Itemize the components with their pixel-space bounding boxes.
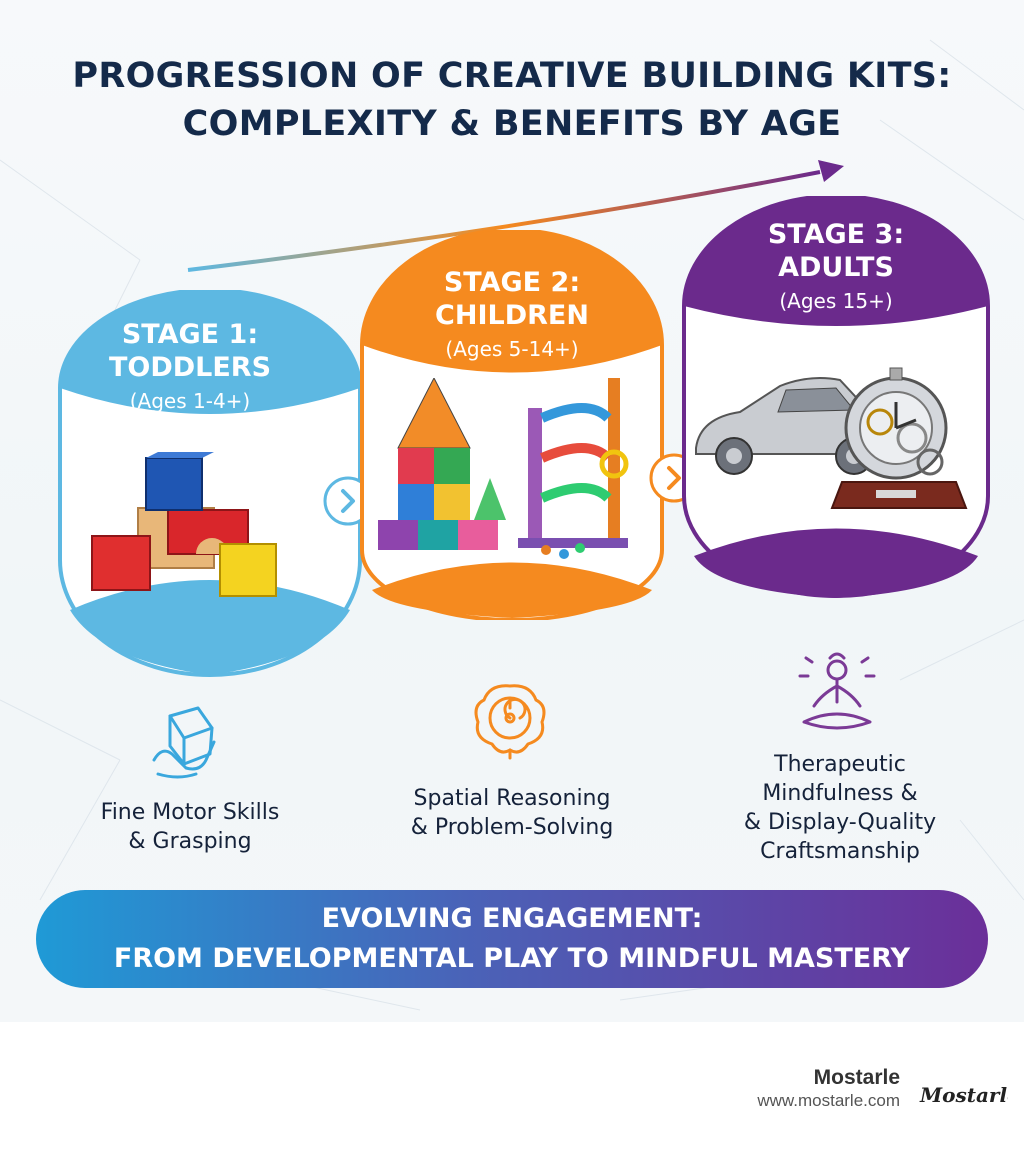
stage-2-number: STAGE 2:: [443, 267, 581, 298]
benefit-line: & Grasping: [128, 829, 252, 854]
stage-2-ages: (Ages 5-14+): [445, 337, 579, 361]
benefit-line: Mindfulness &: [762, 781, 918, 806]
stage-1-number: STAGE 1:: [121, 319, 259, 350]
stage-3-benefit: Therapeutic Mindfulness & & Display-Qual…: [710, 750, 970, 866]
benefit-line: Fine Motor Skills: [100, 800, 280, 825]
stage-1-header: STAGE 1: TODDLERS (Ages 1-4+): [60, 318, 320, 416]
brand-name: Mostarle: [813, 1066, 900, 1089]
benefit-line: Therapeutic: [774, 752, 906, 777]
wooden-blocks-illustration: [91, 452, 277, 597]
benefit-line: & Display-Quality: [743, 810, 937, 835]
metal-car-and-clock-models-illustration: [695, 367, 968, 509]
infographic-canvas: PROGRESSION OF CREATIVE BUILDING KITS: C…: [0, 0, 1024, 1022]
summary-banner: EVOLVING ENGAGEMENT: FROM DEVELOPMENTAL …: [36, 890, 988, 988]
title-line-2: COMPLEXITY & BENEFITS BY AGE: [182, 104, 842, 144]
brand-logo-text: Mostarle: [919, 1083, 1008, 1107]
stage-2-benefit: Spatial Reasoning & Problem-Solving: [372, 784, 652, 842]
title-line-1: PROGRESSION OF CREATIVE BUILDING KITS:: [72, 56, 952, 96]
brain-maze-icon: [474, 684, 546, 760]
stage-1-benefit: Fine Motor Skills & Grasping: [60, 798, 320, 856]
chevron-right-icon: [323, 476, 373, 526]
stage-2-label: CHILDREN: [435, 300, 589, 331]
benefit-line: & Problem-Solving: [410, 815, 614, 840]
meditation-figure-icon: [798, 652, 876, 730]
page-title: PROGRESSION OF CREATIVE BUILDING KITS: C…: [0, 52, 1024, 148]
progress-arrow: [187, 160, 844, 272]
stage-2-header: STAGE 2: CHILDREN (Ages 5-14+): [382, 266, 642, 364]
benefit-line: Spatial Reasoning: [413, 786, 611, 811]
benefit-line: Craftsmanship: [760, 839, 920, 864]
brand-url: www.mostarle.com: [757, 1091, 900, 1110]
banner-line-2: FROM DEVELOPMENTAL PLAY TO MINDFUL MASTE…: [113, 943, 911, 974]
hand-grasping-cube-icon: [152, 706, 216, 779]
brand-logo: Mostarle: [919, 1083, 1008, 1107]
stage-1-label: TODDLERS: [108, 352, 272, 383]
stage-3-number: STAGE 3:: [767, 219, 905, 250]
banner-line-1: EVOLVING ENGAGEMENT:: [321, 903, 703, 934]
stage-3-header: STAGE 3: ADULTS (Ages 15+): [706, 218, 966, 316]
stage-3-ages: (Ages 15+): [779, 289, 893, 313]
stage-1-ages: (Ages 1-4+): [129, 389, 251, 413]
stage-3-label: ADULTS: [778, 252, 894, 283]
magnetic-tiles-and-marble-run-illustration: [378, 378, 629, 559]
